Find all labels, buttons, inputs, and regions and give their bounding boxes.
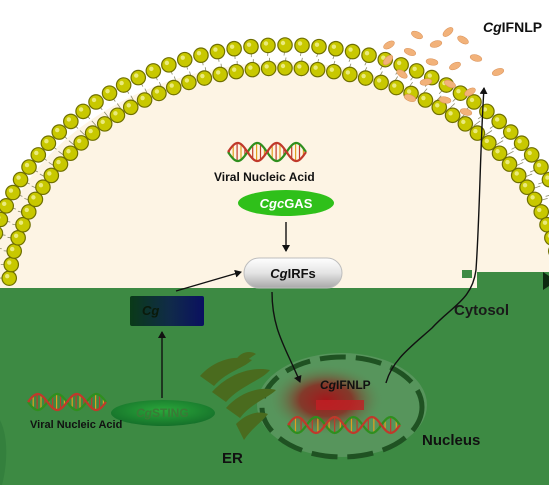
tbk1-label: Cg (142, 303, 159, 318)
irfs-suffix: IRFs (287, 265, 316, 281)
ifnlp-peptide (383, 40, 395, 50)
cgas-protein (238, 190, 334, 216)
cytoplasm-edge-shade (0, 420, 7, 485)
ifnlp-nucleus-suffix: IFNLP (336, 378, 371, 392)
sting-protein (111, 400, 215, 426)
ifnlp-peptide (469, 54, 483, 62)
irfs-protein (243, 257, 343, 289)
nucleus (257, 353, 427, 460)
secreted-ifnlp-peptides (382, 27, 504, 116)
tbk1-prefix: Cg (142, 303, 160, 318)
fragment-mark (462, 270, 472, 278)
cytosol-label: Cytosol (454, 302, 510, 319)
ifnlp-peptide (444, 79, 456, 89)
membrane-outer-heads (0, 37, 549, 240)
viral-nucleic-acid-top-label: Viral Nucleic Acid (214, 170, 315, 184)
cell-interior (0, 62, 549, 290)
ifnlp-peptide (442, 27, 454, 37)
dna-strand (227, 141, 307, 163)
ifnlp-peptide (404, 94, 416, 102)
ifnlp-nucleus-label: CgIFNLP (320, 378, 371, 392)
ifnlp-secreted-label: CgIFNLP (483, 19, 542, 35)
ifnlp-peptide (411, 30, 423, 40)
ifnlp-peptide (419, 78, 433, 86)
ifnlp-peptide (457, 35, 469, 45)
ifnlp-secreted-prefix: Cg (483, 19, 502, 35)
arrow-irfs-to-nucleus (271, 291, 302, 383)
membrane-inner-heads (1, 60, 549, 286)
cgas-suffix: GAS (284, 195, 313, 211)
ifnlp-peptide (492, 68, 504, 76)
viral-dna-icon-bottom (27, 392, 107, 412)
nucleus-dna-icon (287, 415, 401, 435)
nucleus-label: Nucleus (422, 432, 481, 449)
ifnlp-secreted-suffix: IFNLP (501, 19, 543, 35)
sting-prefix: Cg (136, 406, 152, 420)
ifnlp-peptide (429, 40, 443, 48)
cytoplasm-step (477, 272, 549, 288)
edge-mark (543, 272, 549, 290)
arrow-ifnlp-secretion (385, 87, 488, 384)
ifnlp-peptide (459, 108, 473, 116)
er-organelle (200, 352, 276, 440)
ifnlp-peptide (396, 69, 408, 79)
er-label: ER (222, 450, 243, 467)
ifnlp-nucleus-prefix: Cg (320, 378, 336, 392)
ifnlp-peptide (438, 96, 452, 104)
sting-label: CgSTING (136, 406, 189, 420)
gene-highlight (316, 400, 364, 410)
viral-dna-icon-top (227, 141, 307, 163)
tbk1-protein (130, 296, 204, 326)
ifnlp-peptide (404, 48, 416, 56)
pathway-arrows (158, 87, 488, 398)
dna-strand (287, 415, 401, 435)
irfs-prefix: Cg (270, 265, 288, 281)
ifnlp-peptide (382, 54, 394, 66)
ifnlp-peptide (425, 58, 439, 66)
cell-membrane (0, 37, 549, 286)
ifnlp-peptide (449, 61, 461, 71)
arrow-tbk1-to-irfs (175, 269, 242, 292)
ifnlp-peptide (464, 87, 476, 97)
cgas-prefix: Cgc (259, 195, 285, 211)
sting-suffix: STING (152, 406, 189, 420)
nuclear-envelope (259, 354, 425, 460)
dna-strand (27, 392, 107, 412)
viral-nucleic-acid-bottom-label: Viral Nucleic Acid (30, 419, 123, 431)
